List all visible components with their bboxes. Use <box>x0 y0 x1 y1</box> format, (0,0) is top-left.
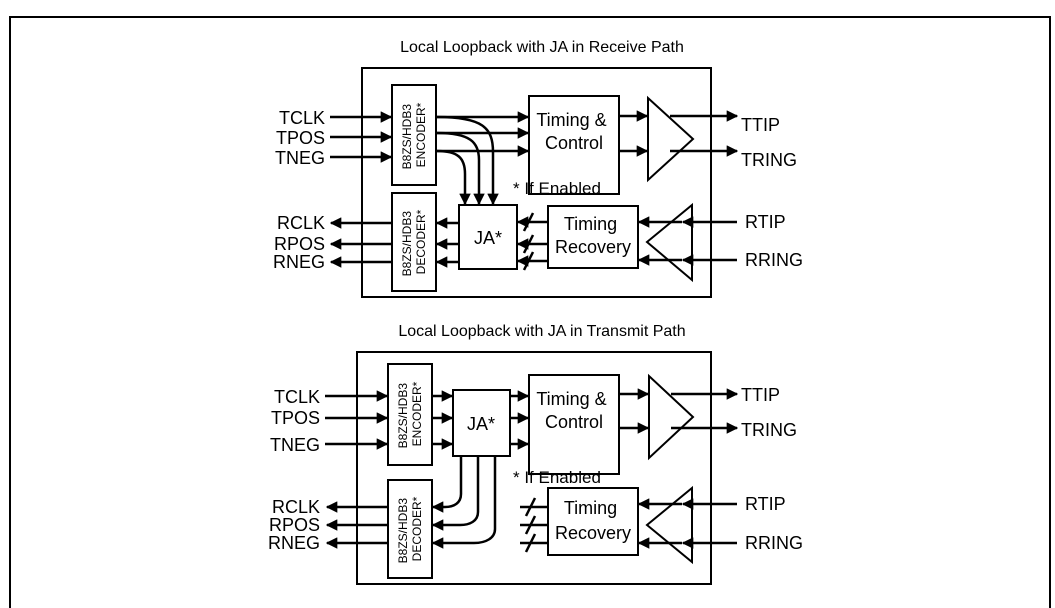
decoder-label-line-1: B8ZS/HDB3 <box>396 498 410 564</box>
input-label-rring: RRING <box>745 533 803 553</box>
figure-border <box>9 16 1051 608</box>
input-label-tpos: TPOS <box>276 128 325 148</box>
diagram-title: Local Loopback with JA in Transmit Path <box>398 323 685 340</box>
input-label-tneg: TNEG <box>275 148 325 168</box>
loopback-path-1 <box>431 457 463 513</box>
timing-control-block <box>528 95 620 195</box>
output-label-rpos: RPOS <box>274 234 325 254</box>
break-mark-1 <box>524 497 537 517</box>
break-mark-1 <box>522 212 535 232</box>
break-mark-3 <box>522 251 535 271</box>
ja-label: JA* <box>474 228 502 248</box>
break-mark-2 <box>522 234 535 254</box>
input-label-tneg: TNEG <box>270 435 320 455</box>
timing-recovery-line-2: Recovery <box>555 237 631 257</box>
ja-label: JA* <box>467 414 495 434</box>
break-mark-2 <box>524 515 537 535</box>
output-label-ttip: TTIP <box>741 115 780 135</box>
timing-control-line-1: Timing & <box>536 389 606 409</box>
output-label-tring: TRING <box>741 150 797 170</box>
input-label-rring: RRING <box>745 250 803 270</box>
decoder-label-line-1: B8ZS/HDB3 <box>400 211 414 277</box>
receive-amp-triangle <box>645 485 693 565</box>
output-label-rclk: RCLK <box>272 497 320 517</box>
encoder-block <box>387 363 433 466</box>
output-label-rneg: RNEG <box>273 252 325 272</box>
encoder-label-line-2: ENCODER* <box>414 102 428 167</box>
output-label-ttip: TTIP <box>741 385 780 405</box>
encoder-label-line-2: ENCODER* <box>410 381 424 446</box>
input-label-tpos: TPOS <box>271 408 320 428</box>
input-label-rtip: RTIP <box>745 494 786 514</box>
loopback-path-3 <box>431 457 497 549</box>
timing-control-line-1: Timing & <box>536 110 606 130</box>
input-label-tclk: TCLK <box>279 108 325 128</box>
encoder-label: B8ZS/HDB3 ENCODER* <box>400 101 428 170</box>
timing-recovery-block <box>547 487 639 556</box>
input-label-rtip: RTIP <box>745 212 786 232</box>
timing-control-label: Timing & Control <box>536 389 611 432</box>
encoder-label-line-1: B8ZS/HDB3 <box>400 104 414 170</box>
loopback-curve-2 <box>436 131 485 206</box>
if-enabled-note: * If Enabled <box>513 179 601 198</box>
encoder-label-line-1: B8ZS/HDB3 <box>396 383 410 449</box>
loopback-path-2 <box>431 457 480 531</box>
output-label-rclk: RCLK <box>277 213 325 233</box>
output-label-tring: TRING <box>741 420 797 440</box>
diagram-transmit-path: Local Loopback with JA in Transmit Path … <box>268 323 803 585</box>
if-enabled-note: * If Enabled <box>513 468 601 487</box>
chip-boundary <box>361 67 712 298</box>
decoder-label-line-2: DECODER* <box>410 496 424 561</box>
timing-control-line-2: Control <box>545 133 603 153</box>
timing-recovery-line-1: Timing <box>564 214 617 234</box>
diagram-receive-path: Local Loopback with JA in Receive Path B… <box>273 39 803 298</box>
receive-amp-triangle <box>645 202 693 283</box>
break-mark-3 <box>524 533 537 553</box>
timing-control-label: Timing & Control <box>536 110 611 153</box>
timing-recovery-line-2: Recovery <box>555 523 631 543</box>
timing-control-line-2: Control <box>545 412 603 432</box>
timing-control-block <box>528 374 620 475</box>
transmit-driver-triangle <box>648 373 695 461</box>
timing-recovery-label: Timing Recovery <box>555 214 631 257</box>
transmit-driver-triangle <box>647 95 695 183</box>
ja-block <box>452 389 511 457</box>
decoder-label-line-2: DECODER* <box>414 209 428 274</box>
timing-recovery-label: Timing Recovery <box>555 498 631 543</box>
decoder-label: B8ZS/HDB3 DECODER* <box>396 495 424 564</box>
output-label-rpos: RPOS <box>269 515 320 535</box>
diagram-title: Local Loopback with JA in Receive Path <box>400 39 684 56</box>
decoder-label: B8ZS/HDB3 DECODER* <box>400 208 428 277</box>
output-label-rneg: RNEG <box>268 533 320 553</box>
chip-boundary <box>356 351 712 585</box>
timing-recovery-line-1: Timing <box>564 498 617 518</box>
loopback-curve-1 <box>436 115 499 206</box>
input-label-tclk: TCLK <box>274 387 320 407</box>
encoder-label: B8ZS/HDB3 ENCODER* <box>396 380 424 449</box>
ja-block <box>458 204 518 270</box>
loopback-curve-3 <box>436 149 471 206</box>
timing-recovery-block <box>547 205 639 269</box>
